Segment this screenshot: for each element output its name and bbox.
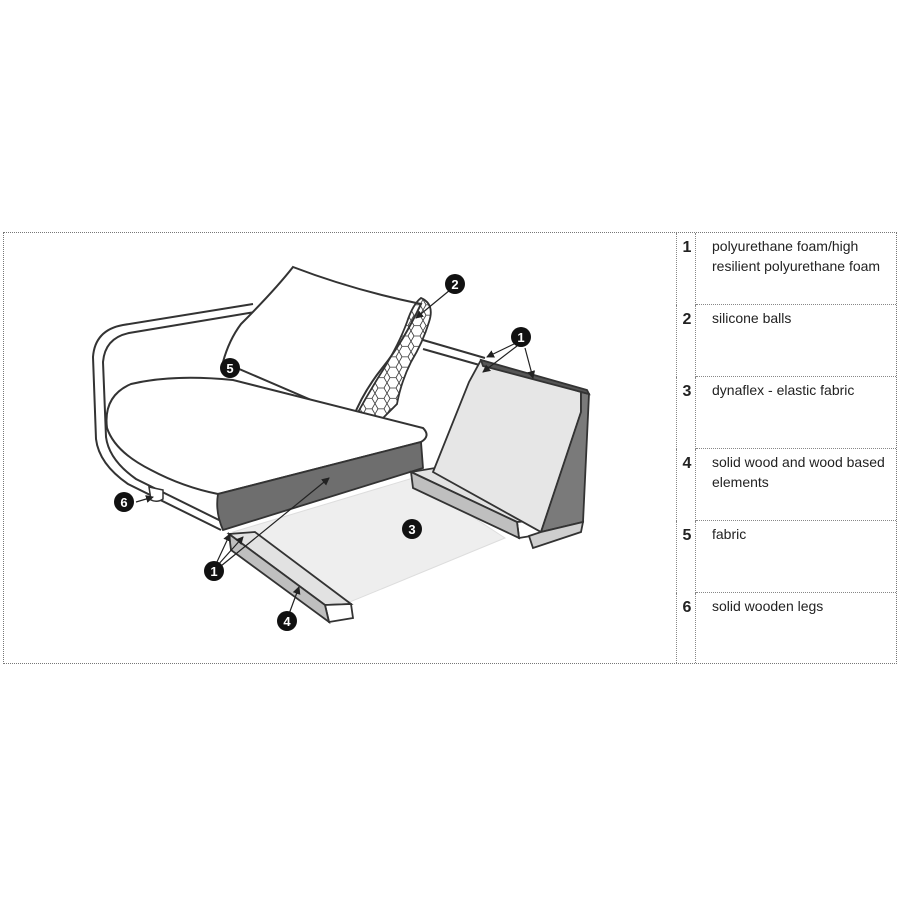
svg-text:3: 3 bbox=[408, 522, 415, 537]
legend-text: solid wooden legs bbox=[712, 598, 824, 614]
leader-1-top-c bbox=[524, 347, 536, 379]
svg-text:1: 1 bbox=[517, 330, 524, 345]
leader-6 bbox=[135, 495, 154, 503]
legend-table: 1 polyurethane foam/high resilient polyu… bbox=[676, 233, 896, 663]
legend-text: fabric bbox=[712, 526, 747, 542]
legend-number: 4 bbox=[682, 455, 692, 472]
legend-row-2: 2 silicone balls bbox=[676, 305, 896, 377]
callout-4: 4 bbox=[277, 611, 297, 631]
svg-text:4: 4 bbox=[283, 614, 291, 629]
legend-row-4: 4 solid wood and wood based elements bbox=[676, 449, 896, 521]
svg-text:2: 2 bbox=[451, 277, 458, 292]
leader-1-bottom-c bbox=[220, 477, 330, 567]
callout-3: 3 bbox=[402, 519, 422, 539]
legend-number: 6 bbox=[682, 599, 692, 616]
legend-number: 3 bbox=[682, 383, 692, 400]
leader-lines bbox=[135, 289, 536, 615]
sofa-illustration: 5 2 1 6 3 1 4 bbox=[3, 232, 675, 664]
legend-text: silicone balls bbox=[712, 310, 792, 326]
leader-4 bbox=[288, 586, 301, 615]
callout-1-bottom: 1 bbox=[204, 561, 224, 581]
callout-6: 6 bbox=[114, 492, 134, 512]
svg-text:6: 6 bbox=[120, 495, 127, 510]
back-cushion bbox=[221, 265, 423, 420]
svg-text:5: 5 bbox=[226, 361, 233, 376]
legend-number: 2 bbox=[682, 311, 692, 328]
leader-1-top-a bbox=[486, 342, 517, 358]
wooden-rail-front bbox=[226, 531, 355, 625]
callout-2: 2 bbox=[445, 274, 465, 294]
callout-1-top: 1 bbox=[511, 327, 531, 347]
leader-1-top-b bbox=[482, 345, 518, 373]
sofa-leg bbox=[148, 486, 164, 503]
callout-5: 5 bbox=[220, 358, 240, 378]
svg-text:1: 1 bbox=[210, 564, 217, 579]
legend-row-6: 6 solid wooden legs bbox=[676, 593, 896, 663]
legend-text: polyurethane foam/high resilient polyure… bbox=[712, 238, 881, 274]
leader-2 bbox=[415, 289, 451, 319]
side-foam-panel bbox=[431, 358, 591, 550]
diagram-frame bbox=[3, 232, 897, 664]
legend-row-3: 3 dynaflex - elastic fabric bbox=[676, 377, 896, 449]
sofa-frame bbox=[91, 303, 486, 531]
legend-number: 5 bbox=[682, 527, 692, 544]
leader-1-bottom-b bbox=[216, 536, 244, 567]
leader-1-bottom-a bbox=[215, 533, 231, 565]
legend-text: solid wood and wood based elements bbox=[712, 454, 885, 490]
legend-number: 1 bbox=[682, 239, 692, 256]
seat-cushion-top bbox=[105, 376, 428, 496]
legend-row-1: 1 polyurethane foam/high resilient polyu… bbox=[676, 233, 896, 305]
legend-text: dynaflex - elastic fabric bbox=[712, 382, 855, 398]
legend-row-5: 5 fabric bbox=[676, 521, 896, 593]
